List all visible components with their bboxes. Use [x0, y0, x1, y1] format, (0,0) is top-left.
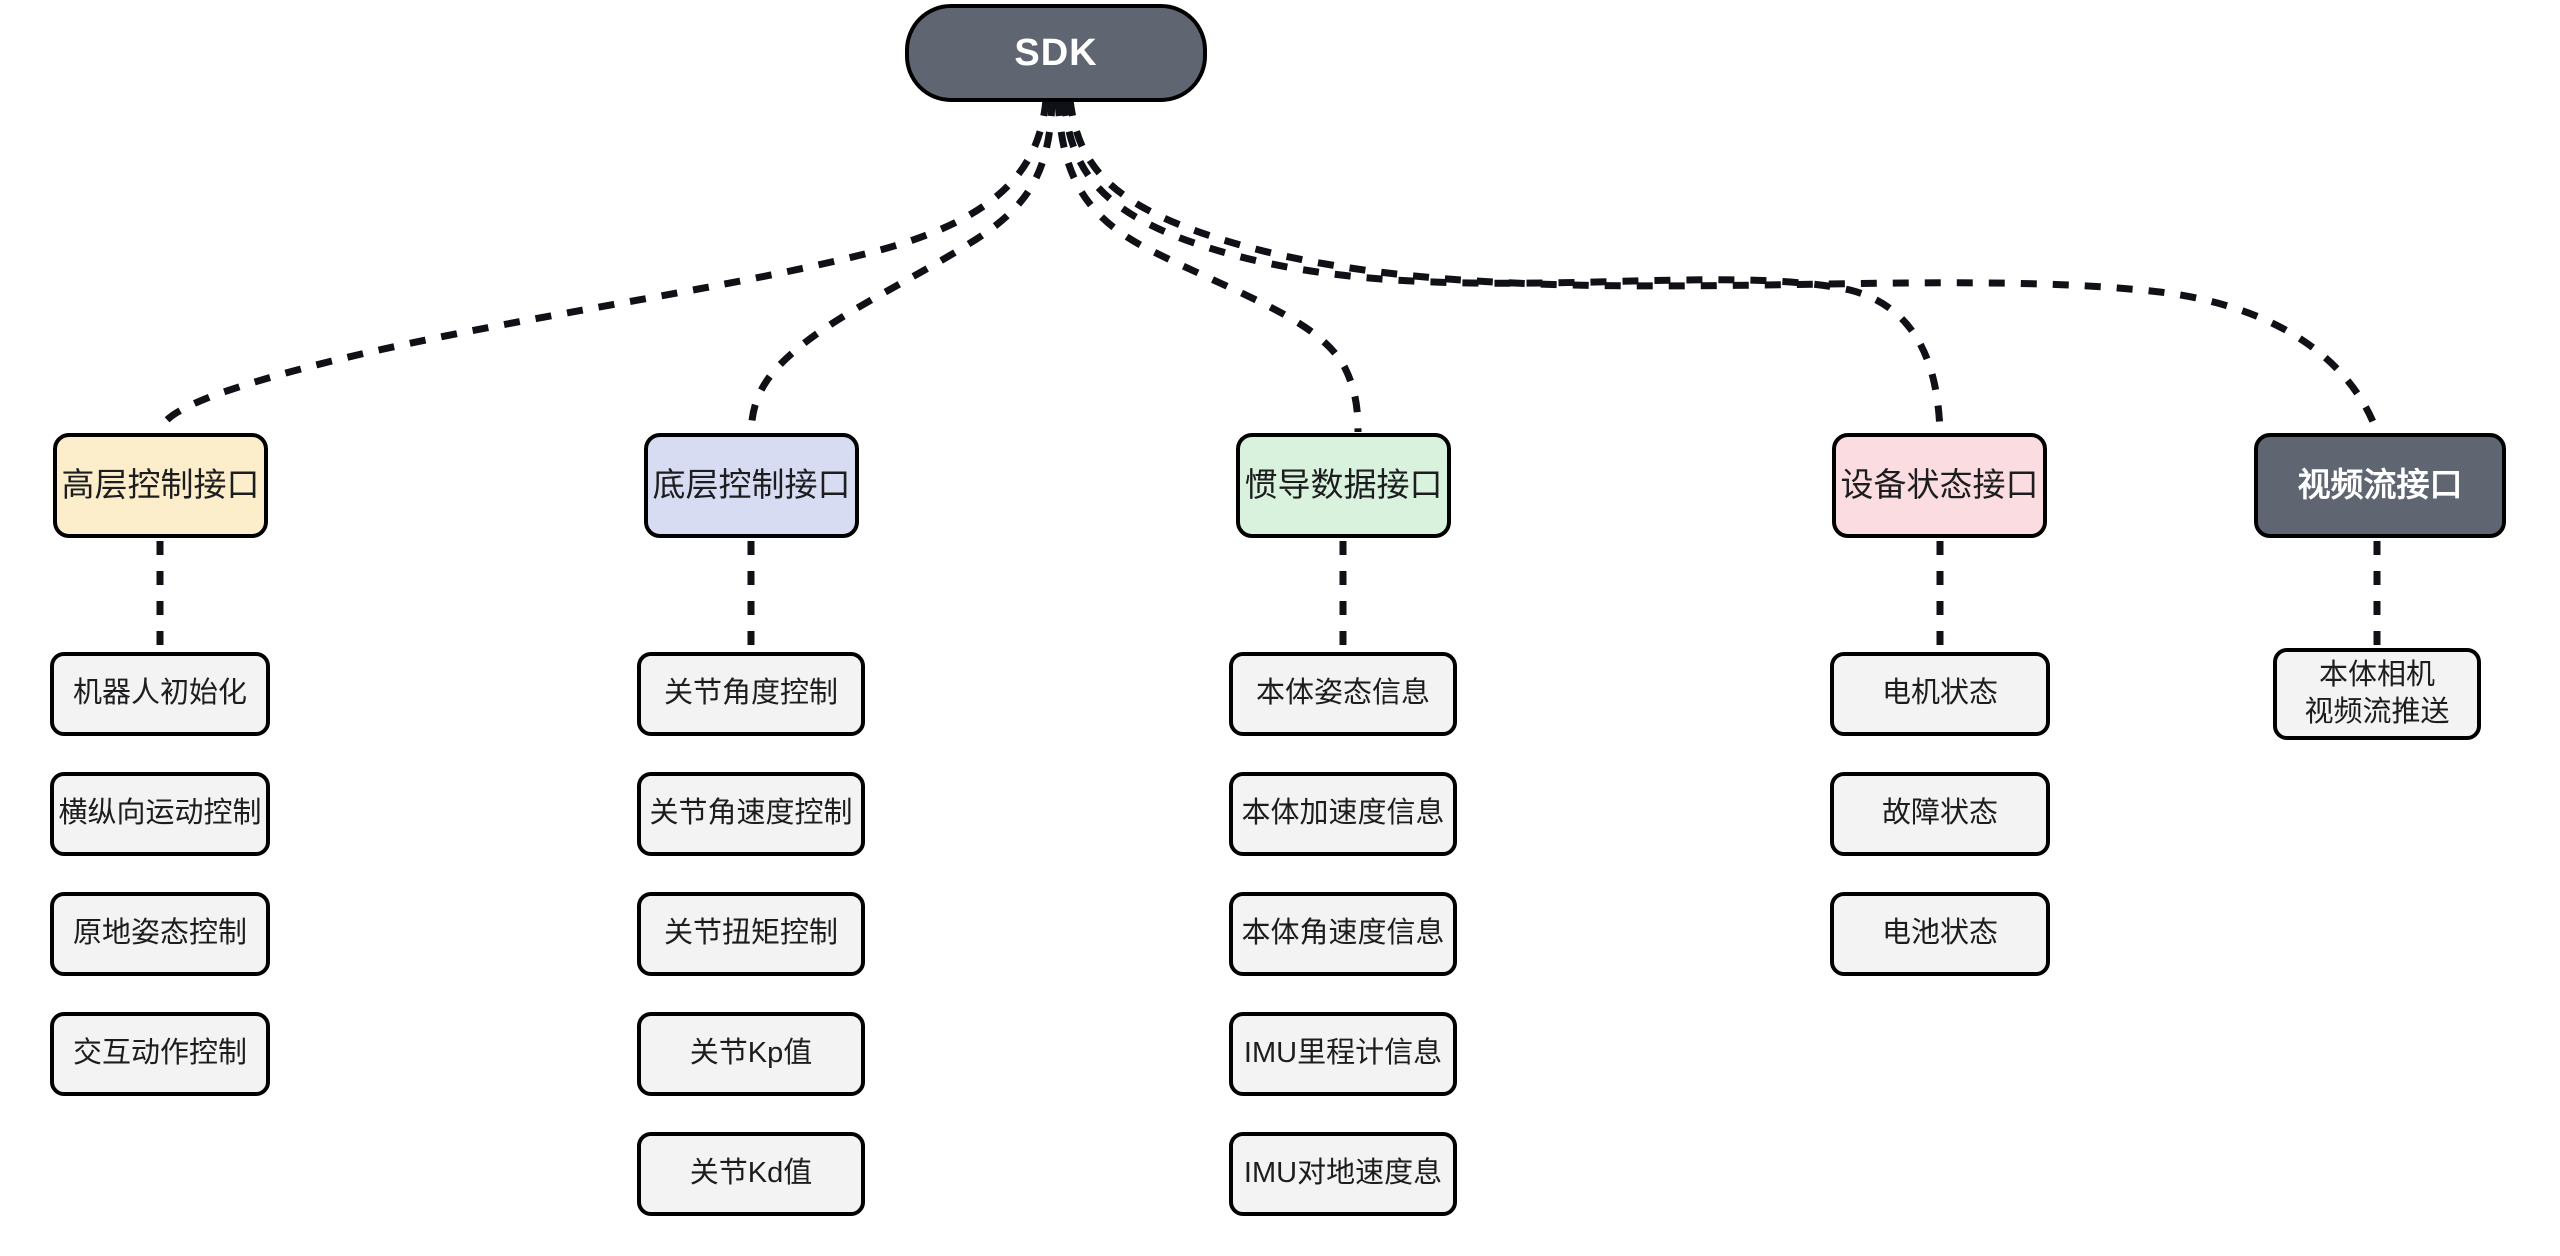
node-leaf-imu-ground-velocity-info[interactable]: IMU对地速度息	[1229, 1132, 1457, 1216]
node-leaf-motor-status[interactable]: 电机状态	[1830, 652, 2050, 736]
node-category-low-level-control[interactable]: 底层控制接口	[644, 433, 859, 538]
node-category-video-stream[interactable]: 视频流接口	[2254, 433, 2506, 538]
node-leaf-body-acceleration-info[interactable]: 本体加速度信息	[1229, 772, 1457, 856]
node-leaf-imu-odometry-info[interactable]: IMU里程计信息	[1229, 1012, 1457, 1096]
node-leaf-body-angular-velocity-info[interactable]: 本体角速度信息	[1229, 892, 1457, 976]
node-leaf-stationary-posture-control[interactable]: 原地姿态控制	[50, 892, 270, 976]
node-leaf-body-camera-video-push[interactable]: 本体相机 视频流推送	[2273, 648, 2481, 740]
node-category-imu-data[interactable]: 惯导数据接口	[1236, 433, 1451, 538]
edge-sdk-to-video-stream	[1066, 99, 2381, 434]
edge-sdk-to-device-status	[1060, 99, 1944, 433]
node-leaf-lateral-longitudinal-motion-control[interactable]: 横纵向运动控制	[50, 772, 270, 856]
node-leaf-fault-status[interactable]: 故障状态	[1830, 772, 2050, 856]
node-leaf-robot-init[interactable]: 机器人初始化	[50, 652, 270, 736]
node-sdk[interactable]: SDK	[905, 4, 1207, 102]
node-leaf-battery-status[interactable]: 电池状态	[1830, 892, 2050, 976]
node-leaf-joint-angular-velocity-control[interactable]: 关节角速度控制	[637, 772, 865, 856]
node-leaf-body-attitude-info[interactable]: 本体姿态信息	[1229, 652, 1457, 736]
node-leaf-joint-kp-value[interactable]: 关节Kp值	[637, 1012, 865, 1096]
node-category-device-status[interactable]: 设备状态接口	[1832, 433, 2047, 538]
node-leaf-interactive-action-control[interactable]: 交互动作控制	[50, 1012, 270, 1096]
edge-sdk-to-low-level-control	[747, 99, 1056, 433]
edge-sdk-to-imu-data	[1054, 99, 1362, 433]
node-leaf-joint-kd-value[interactable]: 关节Kd值	[637, 1132, 865, 1216]
edge-sdk-to-high-level-control	[156, 99, 1050, 433]
node-leaf-joint-torque-control[interactable]: 关节扭矩控制	[637, 892, 865, 976]
node-category-high-level-control[interactable]: 高层控制接口	[53, 433, 268, 538]
node-leaf-joint-angle-control[interactable]: 关节角度控制	[637, 652, 865, 736]
